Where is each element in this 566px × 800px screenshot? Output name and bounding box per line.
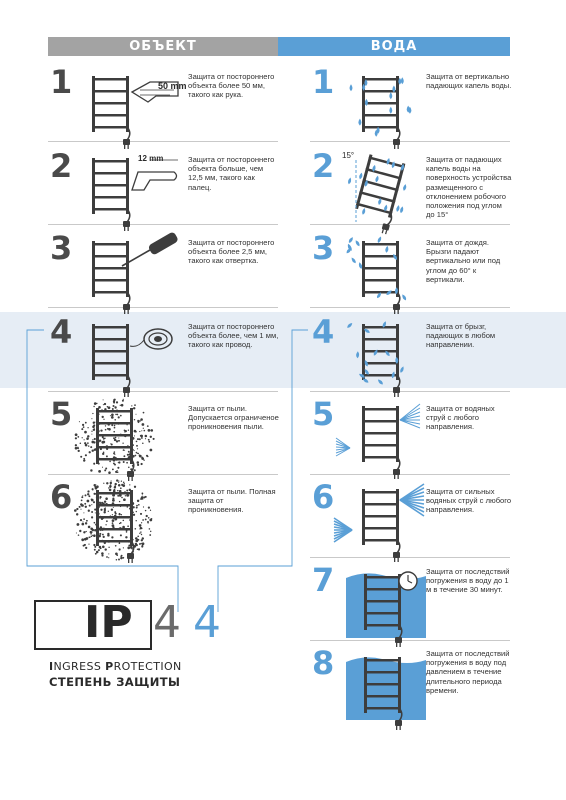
water-drops-icon	[333, 77, 425, 543]
water-level-4-number: 4	[312, 313, 335, 351]
header-object: ОБЪЕКТ	[48, 37, 278, 56]
object-level-5-number: 5	[50, 395, 73, 433]
towel-rail-icon	[361, 323, 401, 398]
clock-icon	[398, 571, 418, 591]
water-level-1-text: Защита от вертикально падающих капель во…	[426, 72, 512, 91]
angle-label: 15°	[342, 151, 355, 160]
water-level-5-text: Защита от водяных струй с любого направл…	[426, 404, 495, 432]
header-water: ВОДА	[278, 37, 510, 56]
object-level-4-text: Защита от постороннего объекта более, че…	[188, 322, 279, 350]
connector-line	[217, 329, 308, 612]
object-level-3-number: 3	[50, 229, 73, 267]
water-immersion-icon	[346, 657, 426, 720]
divider	[310, 557, 510, 558]
connector-line	[26, 329, 179, 612]
towel-rail-icon	[349, 153, 408, 236]
water-level-3-text: Защита от дождя. Брызги падают вертикаль…	[426, 238, 501, 284]
object-level-1-text: Защита от постороннего объекта более 50 …	[188, 72, 275, 100]
object-level-5-text: Защита от пыли. Допускается ограниченое …	[188, 404, 279, 432]
water-level-2-text: Защита от падающих капель воды на поверх…	[426, 155, 512, 220]
divider	[310, 474, 510, 475]
dust-cloud-icon	[74, 398, 155, 474]
towel-rail-icon	[91, 75, 131, 150]
divider	[310, 640, 510, 641]
towel-rail-icon	[361, 405, 401, 480]
divider	[310, 307, 510, 308]
water-level-8-number: 8	[312, 644, 335, 682]
object-level-6-number: 6	[50, 478, 73, 516]
water-level-6-text: Защита от сильных водяных струй с любого…	[426, 487, 512, 515]
hand-icon	[130, 81, 179, 103]
object-level-3-text: Защита от постороннего объекта более 2,5…	[188, 238, 275, 266]
divider	[310, 391, 510, 392]
screwdriver-icon	[121, 232, 178, 267]
object-level-2-number: 2	[50, 147, 73, 185]
ip-digit-object: 4	[153, 597, 181, 648]
divider	[48, 474, 278, 475]
towel-rail-icon	[91, 157, 131, 232]
water-level-4-text: Защита от брызг, падающих в любом направ…	[426, 322, 496, 350]
ip-logo-box	[34, 600, 152, 650]
divider	[48, 224, 278, 225]
wire-coil-icon	[129, 328, 173, 350]
object-level-2-text: Защита от постороннего объекта больше, ч…	[188, 155, 275, 192]
ip-subtitle-russian: СТЕПЕНЬ ЗАЩИТЫ	[49, 675, 181, 689]
divider	[310, 141, 510, 142]
divider	[310, 224, 510, 225]
towel-rail-icon	[361, 240, 401, 315]
divider	[48, 141, 278, 142]
ip-subtitle-english: INGRESS PROTECTION	[49, 660, 182, 673]
object-level-4-number: 4	[50, 313, 73, 351]
water-level-2-number: 2	[312, 147, 335, 185]
water-level-3-number: 3	[312, 229, 335, 267]
finger-icon	[131, 159, 178, 191]
object-level-6-text: Защита от пыли. Полная защита от проникн…	[188, 487, 276, 515]
divider	[48, 391, 278, 392]
water-level-7-number: 7	[312, 561, 335, 599]
towel-rail-icon	[95, 407, 135, 482]
water-level-7-text: Защита от последствий погружения в воду …	[426, 567, 510, 595]
towel-rail-icon	[91, 240, 131, 315]
object-level-1-number: 1	[50, 63, 73, 101]
towel-rail-icon	[91, 323, 131, 398]
dust-cloud-icon	[73, 479, 153, 561]
size-label-50mm: 50 mm	[158, 81, 187, 91]
water-level-5-number: 5	[312, 395, 335, 433]
water-level-8-text: Защита от последствий погружения в воду …	[426, 649, 510, 695]
divider	[48, 307, 278, 308]
ip-letters: IP	[84, 597, 133, 648]
towel-rail-icon	[361, 488, 401, 563]
ip-digit-water: 4	[193, 597, 221, 648]
size-label-12mm: 12 mm	[138, 154, 164, 163]
water-level-6-number: 6	[312, 478, 335, 516]
water-level-1-number: 1	[312, 63, 335, 101]
